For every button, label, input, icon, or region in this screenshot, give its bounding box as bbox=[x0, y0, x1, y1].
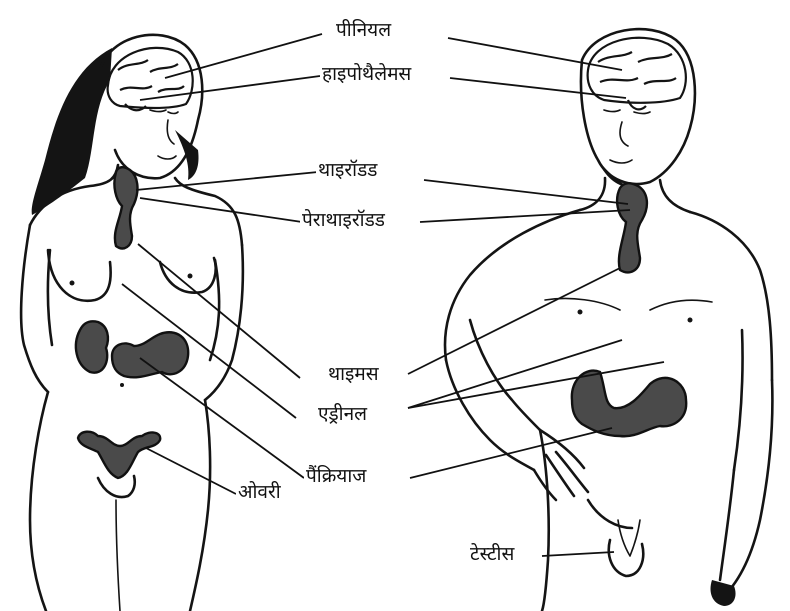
label-testis: टेस्टीस bbox=[468, 544, 516, 565]
label-ovary: ओवरी bbox=[236, 482, 283, 503]
label-pineal: पीनियल bbox=[334, 20, 393, 41]
label-pancreas: पैंक्रियाज bbox=[304, 466, 368, 487]
label-parathyroid: पेराथाइरॉडड bbox=[300, 210, 387, 231]
female-ovaries bbox=[78, 432, 160, 478]
label-hypothalamus: हाइपोथैलेमस bbox=[320, 64, 413, 85]
label-adrenal: एड्रीनल bbox=[316, 404, 369, 425]
male-pancreas bbox=[572, 371, 686, 437]
female-figure bbox=[21, 35, 243, 611]
female-thyroid bbox=[114, 167, 137, 248]
male-testes bbox=[609, 540, 643, 576]
female-brain bbox=[108, 48, 193, 110]
label-thymus: थाइमस bbox=[326, 364, 381, 385]
male-figure bbox=[445, 29, 772, 611]
female-adrenal-left bbox=[76, 321, 108, 372]
female-pancreas bbox=[112, 332, 188, 377]
male-thyroid bbox=[617, 183, 647, 272]
male-brain bbox=[588, 38, 686, 110]
label-thyroid: थाइरॉडड bbox=[316, 160, 379, 181]
